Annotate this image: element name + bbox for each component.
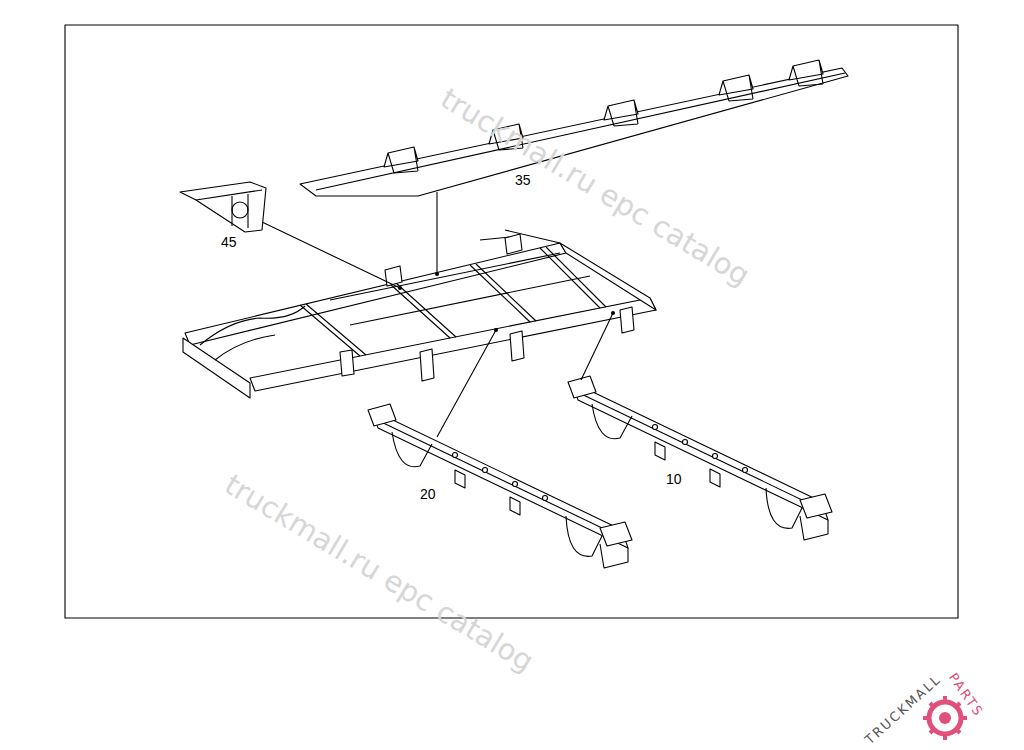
callout-number: 45: [219, 234, 239, 250]
logo-gear: [923, 696, 967, 740]
bracket: [180, 182, 266, 232]
logo-text: PARTS: [946, 670, 987, 720]
callout-number: 35: [513, 172, 533, 188]
leader-lines: [262, 192, 613, 437]
watermark: truckmall.ru epc catalog: [220, 468, 540, 678]
side-rail: [368, 404, 632, 568]
chassis-frame: [183, 230, 656, 398]
leader-dots: [398, 272, 615, 332]
callout-number: 20: [418, 486, 438, 502]
side-rail: [568, 376, 832, 540]
frame-border: [65, 25, 958, 618]
callout-number: 10: [664, 471, 684, 487]
